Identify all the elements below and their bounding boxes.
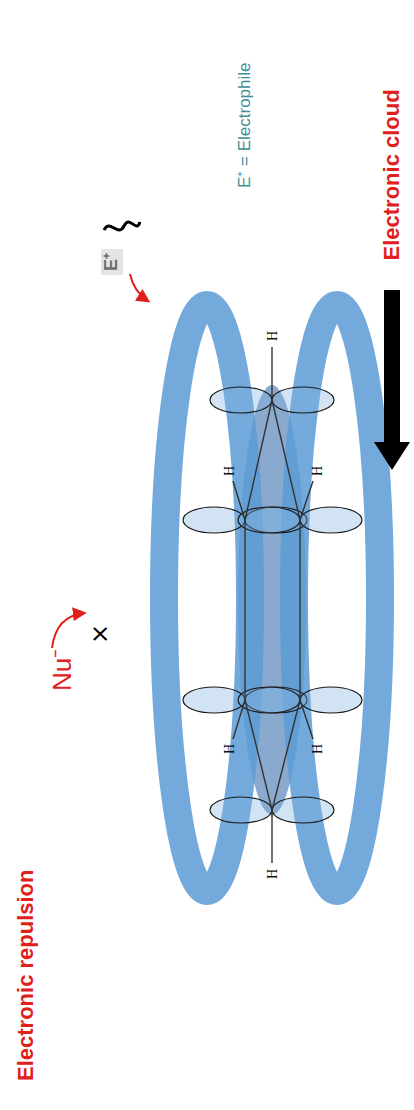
atom-label: H [265,331,280,341]
squiggle-mark [104,222,140,230]
atom-label: H [310,744,325,754]
approach-arrow [130,274,148,301]
atom-label: H [222,466,237,476]
atom-label: H [265,869,280,879]
approach-arrow [52,613,84,648]
benzene-ring [245,400,300,810]
blocked-mark: × [87,624,113,644]
atom-label: H [310,466,325,476]
annotation-text: Electronic cloud [380,89,404,260]
pointer-arrow [374,290,410,470]
definition-note: E⁺ = Electrophile [236,62,255,188]
p-orbitals [183,387,362,823]
ch-bonds [233,347,313,863]
annotation-text: Electronic repulsion [14,870,38,1082]
nucleophile-symbol: Nu⁻ [48,649,77,691]
atom-label: H [222,744,237,754]
electrophile-symbol: E⁺ [101,249,123,275]
